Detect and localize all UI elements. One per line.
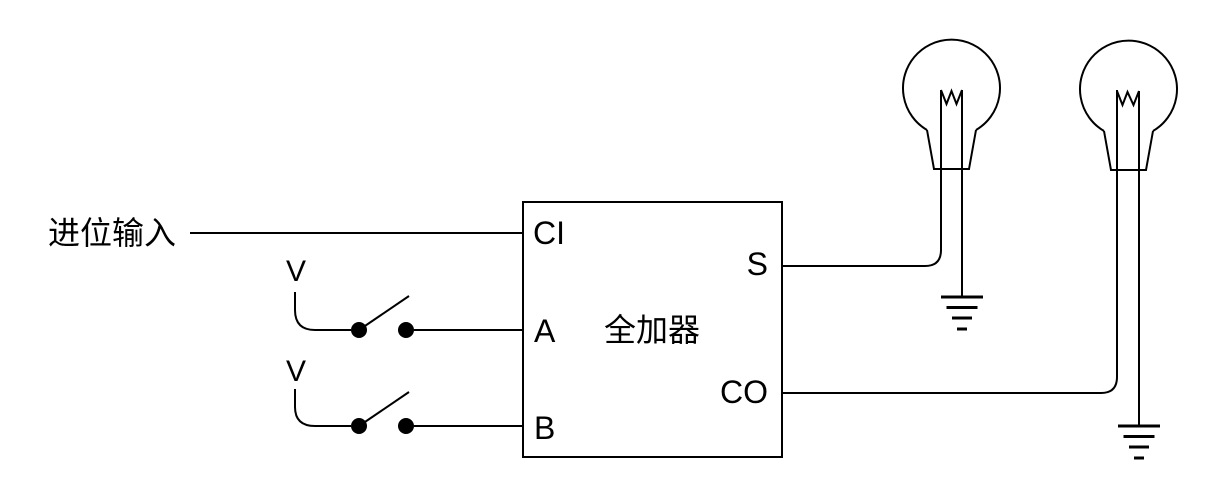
switch-b-voltage-label: V [285,355,307,388]
port-co-label: CO [720,374,768,410]
port-s-label: S [746,246,768,282]
lamp-co-base [1103,130,1154,171]
switch-b-contact-right [398,418,414,434]
port-ci-label: CI [533,215,565,251]
switch-b[interactable] [294,389,414,434]
port-b-label: B [534,410,556,446]
ground-s [941,295,983,331]
carry-output-wire [782,90,1118,394]
switch-a-arm[interactable] [358,295,410,331]
lamp-s [902,38,1001,297]
switch-b-source-hook [294,389,351,427]
lamp-co-filament [1116,89,1140,108]
lamp-s-globe [902,38,1001,131]
lamp-s-base [926,129,977,170]
lamp-s-filament [940,88,963,107]
port-a-label: A [534,313,556,349]
carry-in-label: 进位输入 [48,215,177,251]
switch-a[interactable] [294,292,414,338]
switch-a-voltage-label: V [285,255,307,288]
switch-b-arm[interactable] [358,391,410,427]
full-adder-box [522,201,783,458]
full-adder-title: 全加器 [603,312,701,348]
lamp-co [1079,39,1178,426]
ground-co [1118,424,1160,460]
sum-output-wire [782,90,942,267]
lamp-co-globe [1079,39,1178,132]
switch-a-source-hook [294,292,351,331]
switch-a-contact-right [398,322,414,338]
